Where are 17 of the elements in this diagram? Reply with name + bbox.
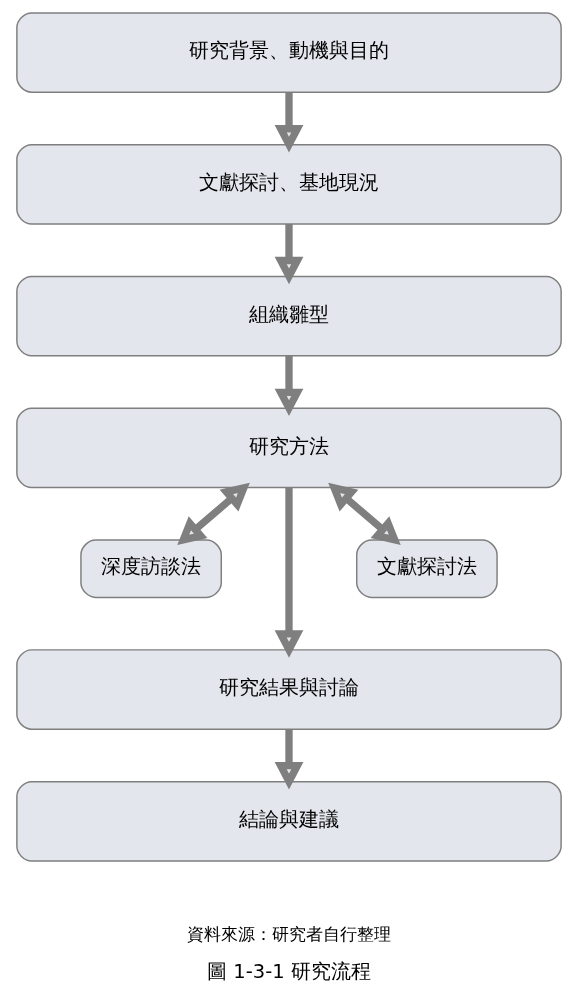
arrow bbox=[328, 482, 401, 546]
node-box: 研究背景、動機與目的 bbox=[16, 12, 562, 93]
label: 資料來源：研究者自行整理 bbox=[187, 923, 391, 944]
node-box: 文獻探討、基地現況 bbox=[16, 143, 562, 225]
node-box: 研究方法 bbox=[16, 407, 562, 489]
arrow bbox=[177, 482, 250, 546]
node-box: 深度訪談法 bbox=[80, 539, 222, 599]
caption: 圖 1-3-1 研究流程 bbox=[207, 959, 371, 983]
node-box: 組織雛型 bbox=[16, 275, 562, 357]
arrow bbox=[274, 488, 304, 658]
arrow bbox=[274, 729, 304, 790]
node-box: 研究結果與討論 bbox=[16, 649, 562, 730]
node-box: 文獻探討法 bbox=[356, 539, 498, 599]
arrow bbox=[274, 92, 304, 153]
arrow bbox=[274, 355, 304, 417]
node-box: 結論與建議 bbox=[16, 780, 562, 862]
arrow bbox=[274, 224, 304, 285]
